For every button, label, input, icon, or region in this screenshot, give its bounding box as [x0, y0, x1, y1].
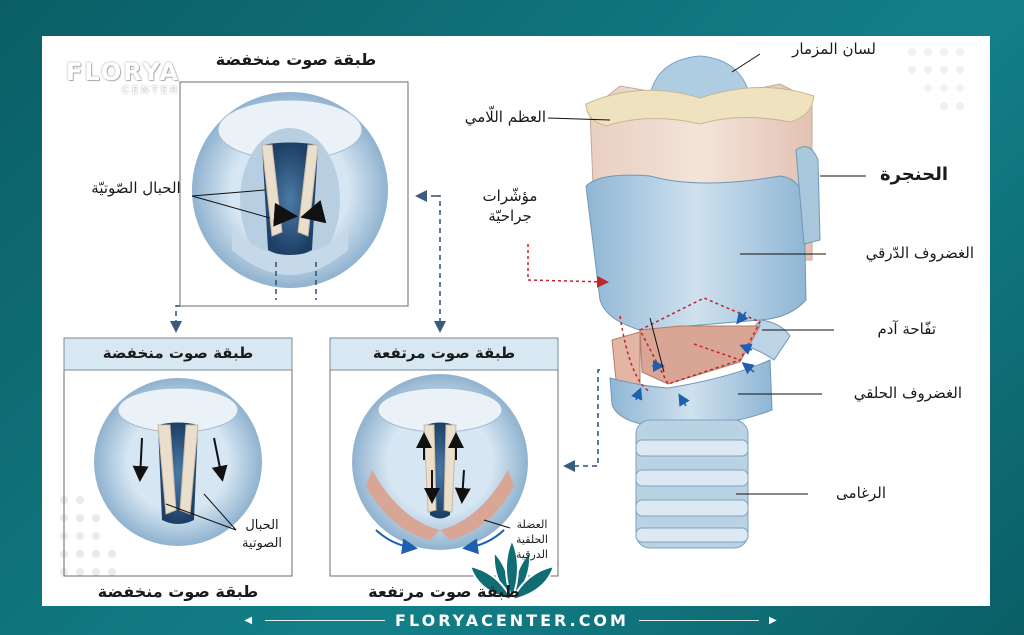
label-epiglottis: لسان المزمار — [792, 40, 876, 58]
label-surgical-markers: مؤشّرات جراحيّة — [482, 187, 538, 225]
bottom-left-cords-label-2: الصوتية — [241, 536, 283, 551]
bottom-left-panel-title: طبقة صوت منخفضة — [102, 344, 254, 362]
vocal-cords-top-view — [192, 92, 388, 288]
bottom-right-caption: طبقة صوت مرتفعة — [368, 582, 520, 601]
chevron-right-icon: ▶ — [768, 615, 780, 626]
bottom-right-muscle-label-3: الدرقية — [516, 548, 548, 561]
vocal-cords-high-pitch-view — [352, 374, 528, 550]
dot-pattern-top-right — [908, 48, 964, 110]
label-larynx: الحنجرة — [879, 164, 948, 185]
label-trachea: الرغامى — [836, 484, 886, 502]
florya-leaf-icon — [468, 537, 556, 604]
dot-pattern-bottom-left — [60, 496, 116, 576]
top-vocal-cords-label: الحبال الصّوتيّة — [91, 179, 181, 197]
label-thyroid-cartilage: الغضروف الدّرقي — [865, 244, 974, 262]
bottom-left-caption: طبقة صوت منخفضة — [97, 582, 259, 601]
brand-logo-sub: CENTER — [122, 85, 181, 96]
brand-logo: FLORYA — [66, 58, 181, 86]
bottom-right-muscle-label-2: الحلقية — [516, 533, 548, 546]
footer-website[interactable]: FLORYACENTER.COM — [395, 611, 629, 630]
vocal-cords-low-pitch-view — [94, 378, 262, 546]
bottom-right-panel-title: طبقة صوت مرتفعة — [372, 344, 516, 362]
bottom-left-cords-label-1: الحبال — [245, 518, 279, 533]
larynx-illustration — [585, 55, 821, 549]
label-adams-apple: تفّاحة آدم — [877, 320, 936, 338]
label-hyoid: العظم اللّامي — [464, 108, 546, 126]
footer-divider-right — [638, 620, 759, 621]
chevron-left-icon: ◀ — [244, 615, 256, 626]
label-cricoid-cartilage: الغضروف الحلقي — [853, 384, 962, 402]
footer: ◀ FLORYACENTER.COM ▶ — [0, 606, 1024, 635]
top-panel-title: طبقة صوت منخفضة — [215, 50, 377, 69]
footer-divider-left — [265, 620, 386, 621]
bottom-right-muscle-label-1: العضلة — [516, 518, 548, 531]
